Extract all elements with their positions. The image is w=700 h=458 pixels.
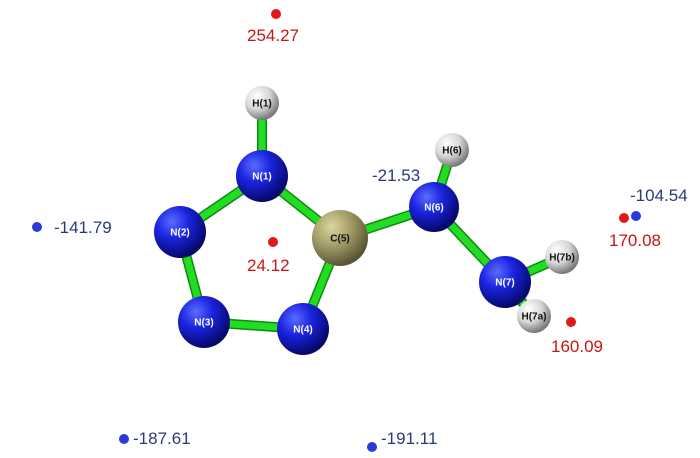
point-marker [271,9,281,19]
atoms-layer: H(1) N(1) N(2) N(3) N(4) C(5) N(6) H(6) N(7) H(7b… [154,86,579,355]
point-value: -21.53 [372,166,420,185]
atom-label: N(3) [194,318,213,329]
atom-sphere [435,133,469,167]
atom-n1: N(1) [236,150,288,202]
atom-n3: N(3) [178,296,230,348]
atom-sphere [178,296,230,348]
atom-label: H(7a) [521,312,546,323]
atom-n6: N(6) [409,182,459,232]
atom-h7b: H(7b) [545,240,579,274]
atom-n7: N(7) [479,256,531,308]
atom-sphere [154,206,206,258]
point-104-54: -104.54 [630,186,688,221]
atom-h6: H(6) [435,133,469,167]
atom-sphere [479,256,531,308]
point-187-61: -187.61 [119,429,191,448]
point-24-12: 24.12 [247,237,290,275]
point-value: -191.11 [381,429,437,448]
point-value: 254.27 [247,26,299,45]
point-170-08: 170.08 [609,213,661,250]
atom-h7a: H(7a) [517,299,551,333]
atom-label: H(7b) [549,253,575,264]
point-value: 160.09 [551,337,603,356]
atom-sphere [545,240,579,274]
atom-sphere [236,150,288,202]
point-marker [631,211,641,221]
point-191-11: -191.11 [367,429,437,452]
atom-sphere [312,210,368,266]
point-marker [619,213,629,223]
point-marker [119,434,129,444]
atom-label: H(1) [252,99,271,110]
atom-label: N(7) [495,278,514,289]
point-141-79: -141.79 [32,218,112,237]
point-160-09: 160.09 [551,317,603,356]
atom-c5: C(5) [312,210,368,266]
atom-label: N(1) [252,172,271,183]
atom-sphere [277,303,329,355]
point-marker [32,222,42,232]
point-254-27: 254.27 [247,9,299,45]
point-marker [268,237,278,247]
point-value: 24.12 [247,256,290,275]
atom-label: N(4) [293,325,312,336]
point-value: -187.61 [133,429,191,448]
atom-h1: H(1) [245,86,279,120]
point-value: -141.79 [54,218,112,237]
points-layer: 254.27 24.12 170.08 160.09 -141.79 -104.54 -18… [32,9,688,452]
point-value: -104.54 [630,186,688,205]
point-marker [367,442,377,452]
point-value: 170.08 [609,231,661,250]
point-21-53: -21.53 [372,166,420,185]
atom-n2: N(2) [154,206,206,258]
point-marker [566,317,576,327]
atom-n4: N(4) [277,303,329,355]
atom-label: H(6) [442,146,461,157]
atom-label: C(5) [330,234,349,245]
atom-sphere [409,182,459,232]
atom-label: N(6) [424,203,443,214]
atom-sphere [245,86,279,120]
atom-sphere [517,299,551,333]
atom-label: N(2) [170,228,189,239]
